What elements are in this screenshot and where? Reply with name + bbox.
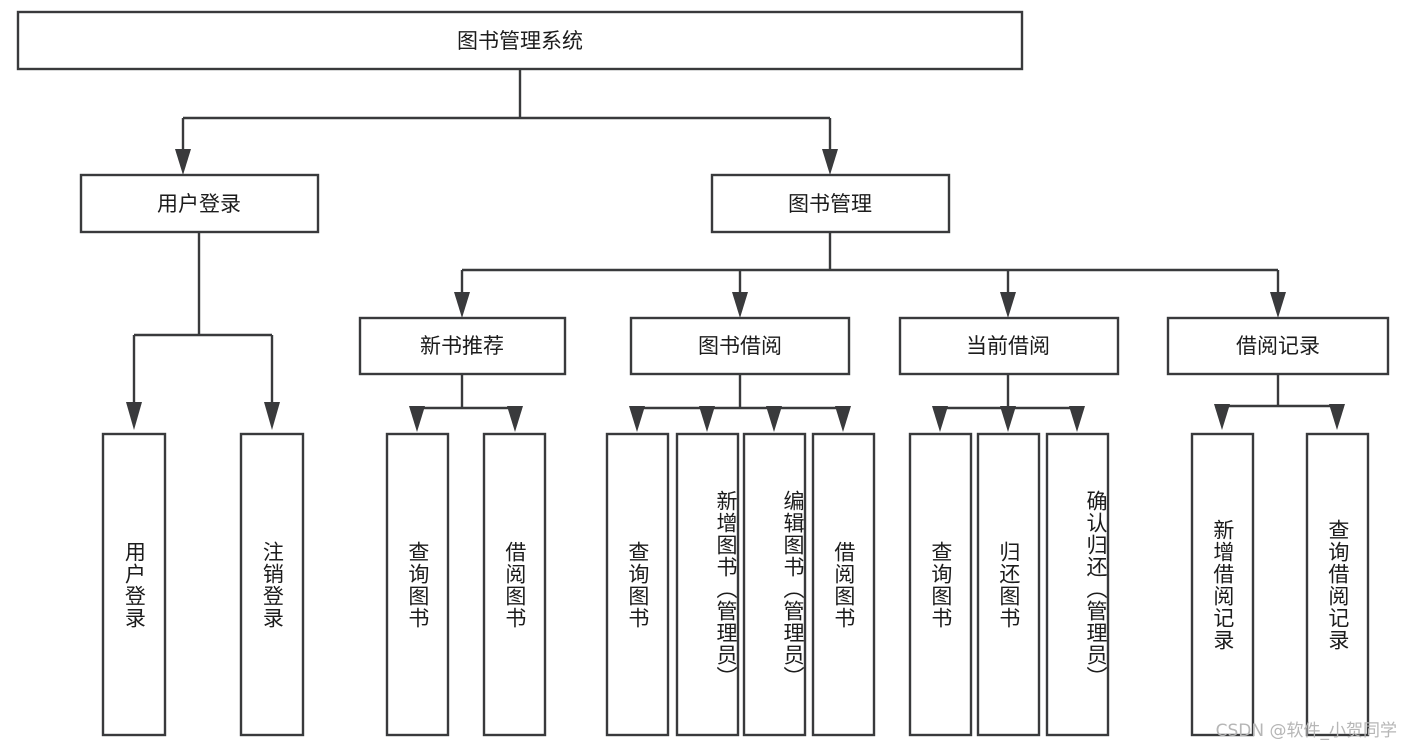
- arrow-head-bm-child-4: [1270, 292, 1286, 318]
- leaf-box-book-borrow-3[interactable]: [742, 432, 807, 737]
- watermark-text: CSDN @软件_小贺同学: [1215, 721, 1397, 741]
- connectors-borrow-record-children: [1214, 374, 1345, 430]
- arrow-head-cb-child-3: [1069, 406, 1085, 432]
- node-current-borrow-box[interactable]: [898, 316, 1120, 376]
- node-borrow-record-box[interactable]: [1166, 316, 1390, 376]
- connectors-book-borrow-children: [629, 374, 851, 432]
- leaf-boxes: [101, 432, 1370, 737]
- node-book-borrow-label: 图书借阅: [698, 334, 782, 358]
- arrow-head-nb-child-1: [409, 406, 425, 432]
- node-root-system-label: 图书管理系统: [457, 29, 583, 53]
- connectors-user-login-children: [126, 232, 280, 430]
- arrow-head-bb-child-4: [835, 406, 851, 432]
- leaf-box-borrow-record-2[interactable]: [1305, 432, 1370, 737]
- arrow-head-user-login: [175, 149, 191, 175]
- leaf-box-current-borrow-1[interactable]: [908, 432, 973, 737]
- arrow-head-nb-child-2: [507, 406, 523, 432]
- node-user-login-label: 用户登录: [157, 192, 241, 216]
- arrow-head-bm-child-1: [454, 292, 470, 318]
- leaf-box-borrow-record-1[interactable]: [1190, 432, 1255, 737]
- leaf-box-new-book-1[interactable]: [385, 432, 450, 737]
- node-book-borrow[interactable]: 图书借阅: [629, 316, 851, 376]
- connectors-book-manage-children: [454, 232, 1286, 318]
- connectors-new-book-children: [409, 374, 523, 432]
- arrow-head-bb-child-3: [766, 406, 782, 432]
- leaf-box-book-borrow-1[interactable]: [605, 432, 670, 737]
- node-current-borrow-label: 当前借阅: [966, 334, 1050, 358]
- arrow-head-cb-child-1: [932, 406, 948, 432]
- node-new-book-recommend-label: 新书推荐: [420, 334, 504, 358]
- leaf-box-user-login-2[interactable]: [239, 432, 305, 737]
- leaf-box-new-book-2[interactable]: [482, 432, 547, 737]
- leaf-box-current-borrow-3[interactable]: [1045, 432, 1110, 737]
- node-new-book-recommend-box[interactable]: [358, 316, 567, 376]
- arrow-head-bb-child-2: [699, 406, 715, 432]
- connectors-root-to-level1: [175, 69, 838, 175]
- arrow-head-br-child-1: [1214, 404, 1230, 430]
- node-user-login-box[interactable]: [79, 173, 320, 234]
- node-new-book-recommend[interactable]: 新书推荐: [358, 316, 567, 376]
- arrow-head-bm-child-2: [732, 292, 748, 318]
- arrow-head-book-manage: [822, 149, 838, 175]
- arrow-head-bm-child-3: [1000, 292, 1016, 318]
- leaf-box-book-borrow-2[interactable]: [675, 432, 740, 737]
- arrow-head-cb-child-2: [1000, 406, 1016, 432]
- node-book-manage-label: 图书管理: [788, 192, 872, 216]
- leaf-box-current-borrow-2[interactable]: [976, 432, 1041, 737]
- node-book-borrow-box[interactable]: [629, 316, 851, 376]
- leaf-box-book-borrow-4[interactable]: [811, 432, 876, 737]
- arrow-head-user-login-child-2: [264, 402, 280, 430]
- node-current-borrow[interactable]: 当前借阅: [898, 316, 1120, 376]
- node-root-system-box[interactable]: [16, 10, 1024, 71]
- node-borrow-record-label: 借阅记录: [1236, 334, 1320, 358]
- arrow-head-bb-child-1: [629, 406, 645, 432]
- node-book-manage[interactable]: 图书管理: [710, 173, 951, 234]
- node-book-manage-box[interactable]: [710, 173, 951, 234]
- node-root-system[interactable]: 图书管理系统: [16, 10, 1024, 71]
- leaf-box-user-login-1[interactable]: [101, 432, 167, 737]
- connectors-current-borrow-children: [932, 374, 1085, 432]
- arrow-head-user-login-child-1: [126, 402, 142, 430]
- arrow-head-br-child-2: [1329, 404, 1345, 430]
- node-user-login[interactable]: 用户登录: [79, 173, 320, 234]
- node-borrow-record[interactable]: 借阅记录: [1166, 316, 1390, 376]
